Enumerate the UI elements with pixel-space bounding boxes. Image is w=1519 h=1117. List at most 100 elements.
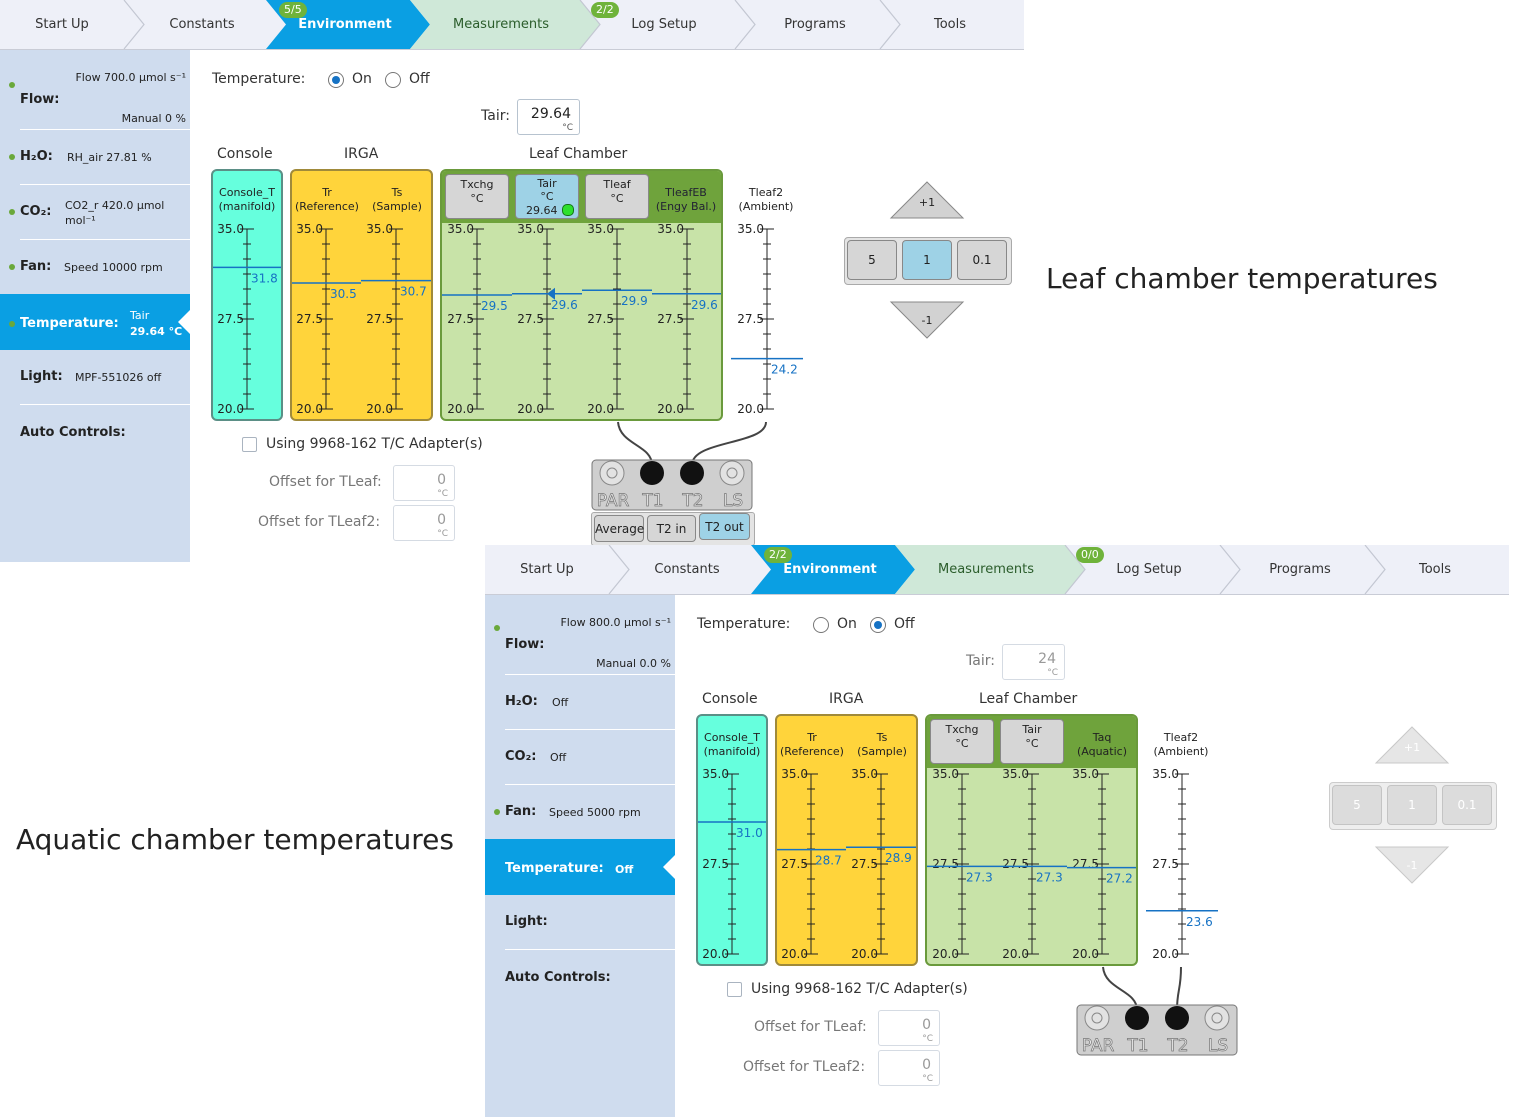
temperature-off-radio[interactable] [870,617,886,633]
console-reading-label: 31.8 [251,271,278,285]
sidebar-item-flow[interactable]: Flow: Flow 700.0 µmol s⁻¹ Manual 0 % [9,60,190,130]
temperature-on-radio[interactable] [328,72,344,88]
tleaf-button[interactable]: Tleaf °C [585,174,649,219]
tick-label: 35.0 [1002,767,1029,781]
adapter-checkbox[interactable] [727,982,742,997]
tab-environment[interactable]: 2/2 Environment [764,545,890,594]
increment-up-button[interactable]: +1 [888,180,968,220]
offset-tleaf-input[interactable]: 0°C [393,465,455,501]
tick-label: 27.5 [517,312,544,326]
tick-label: 35.0 [1072,767,1099,781]
sidebar-item-auto-controls[interactable]: Auto Controls: [20,405,190,459]
tab-log-setup[interactable]: 0/0 Log Setup [1076,545,1213,594]
tick-label: 20.0 [657,402,684,416]
sidebar-item-light[interactable]: Light: MPF-551026 off [20,350,190,405]
tair-live-value: 29.64 [526,204,558,217]
tab-start-up[interactable]: Start Up [485,545,609,594]
tab-start-up[interactable]: Start Up [0,0,124,49]
tair-button[interactable]: Tair °C [1000,719,1064,764]
flow-sub: Manual 0.0 % [596,657,671,670]
tab-measurements[interactable]: Measurements [430,0,572,49]
offset-tleaf2-input[interactable]: 0°C [878,1050,940,1086]
tair-setpoint-input[interactable]: 24 °C [1002,644,1065,680]
thermocouple-connector: PAR T1 T2 LS [591,421,767,511]
sidebar-item-co2[interactable]: CO₂: CO2_r 420.0 µmol mol⁻¹ [9,185,190,240]
console-t-header: Console_T (manifold) [698,731,766,759]
sidebar-item-label: Fan: [505,804,537,819]
on-label: On [352,71,372,87]
tab-tools[interactable]: Tools [900,0,1000,49]
offset-tleaf-input[interactable]: 0°C [878,1010,940,1046]
tab-tools[interactable]: Tools [1385,545,1485,594]
tick-label: 27.5 [587,312,614,326]
sidebar-item-temperature[interactable]: Temperature: Tair 29.64 °C [0,294,190,350]
tab-constants[interactable]: Constants [138,0,266,49]
tick-label: 20.0 [587,402,614,416]
tleaf-reading-label: 29.9 [621,294,648,308]
temperature-off-radio[interactable] [385,72,401,88]
step-1-button[interactable]: 1 [902,240,952,280]
adapter-checkbox[interactable] [242,437,257,452]
tab-environment[interactable]: 5/5 Environment [279,0,405,49]
section-leaf-chamber: Leaf Chamber [979,691,1078,707]
tair-setpoint-input[interactable]: 29.64 °C [517,99,580,135]
tick-label: 20.0 [1152,947,1179,961]
flow-value: Flow 700.0 µmol s⁻¹ [75,71,186,84]
step-label: 1 [923,253,931,267]
temperature-label: Temperature: [212,71,306,87]
mode-t2-in-button[interactable]: T2 in [647,515,696,542]
mode-t2-out-button[interactable]: T2 out [699,513,750,540]
increment-up-button[interactable]: +1 [1373,725,1453,765]
sidebar-item-h2o[interactable]: H₂O: Off [505,675,675,730]
stable-indicator-icon [562,204,574,216]
h2o-value: Off [552,696,569,709]
step-1-button[interactable]: 1 [1387,785,1437,825]
port-label: LS [1208,1036,1228,1056]
increment-down-button[interactable]: -1 [1373,845,1453,885]
txchg-reading-label: 29.5 [481,299,508,313]
sidebar-item-h2o[interactable]: H₂O: RH_air 27.81 % [9,130,190,185]
temperature-on-radio[interactable] [813,617,829,633]
step-0-1-button[interactable]: 0.1 [1442,785,1492,825]
tair-button[interactable]: Tair °C 29.64 [515,174,579,219]
offset-tleaf2-input[interactable]: 0°C [393,505,455,541]
co2-value: CO2_r 420.0 µmol mol⁻¹ [65,199,165,227]
tick-label: 35.0 [296,222,323,236]
tab-label: Log Setup [631,17,697,32]
sidebar-item-label: CO₂: [505,749,537,764]
flow-value: Flow 800.0 µmol s⁻¹ [560,616,671,629]
txchg-button[interactable]: Txchg °C [445,174,509,219]
par-port-icon [599,460,625,486]
temperature-value: Tair [130,309,150,322]
sidebar-item-flow[interactable]: Flow: Flow 800.0 µmol s⁻¹ Manual 0.0 % [494,605,675,675]
tick-label: 27.5 [702,857,729,871]
step-0-1-button[interactable]: 0.1 [957,240,1007,280]
leaf-caption: Leaf chamber temperatures [1046,262,1438,295]
tab-log-setup[interactable]: 2/2 Log Setup [591,0,728,49]
on-label: On [837,616,857,632]
step-5-button[interactable]: 5 [1332,785,1382,825]
step-5-button[interactable]: 5 [847,240,897,280]
tick-label: 20.0 [932,947,959,961]
sidebar-item-label: Temperature: [20,316,119,331]
temperature-sub: 29.64 °C [130,325,183,338]
sidebar-item-light[interactable]: Light: [505,895,675,950]
tab-measurements[interactable]: Measurements [915,545,1057,594]
header-text: Console_T (manifold) [218,186,276,213]
increment-down-button[interactable]: -1 [888,300,968,340]
tab-programs[interactable]: Programs [1240,545,1360,594]
status-dot [494,625,500,631]
sidebar-item-co2[interactable]: CO₂: Off [505,730,675,785]
offset-value: 0 [922,1017,931,1033]
tleaf2-header: Tleaf2 (Ambient) [731,186,801,214]
ts-header: Ts (Sample) [362,186,432,214]
tab-programs[interactable]: Programs [755,0,875,49]
sidebar-item-temperature[interactable]: Temperature: Off [485,839,675,895]
tab-constants[interactable]: Constants [623,545,751,594]
par-port-icon [1084,1005,1110,1031]
tab-label: Constants [169,17,235,32]
sidebar-item-label: Auto Controls: [20,425,126,440]
sidebar-item-auto-controls[interactable]: Auto Controls: [505,950,675,1004]
txchg-button[interactable]: Txchg °C [930,719,994,764]
mode-average-button[interactable]: Average [594,515,644,542]
